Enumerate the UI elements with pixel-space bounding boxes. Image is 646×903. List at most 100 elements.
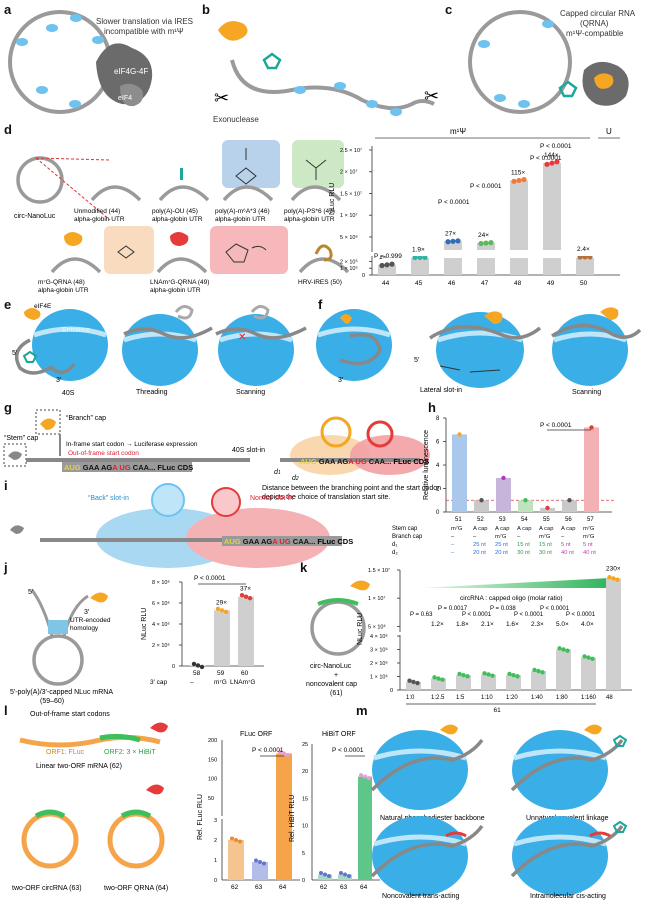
k-x-tick-label: 1:0 bbox=[406, 695, 415, 701]
l1-ytick-label: 150 bbox=[208, 757, 217, 763]
threading-label: Threading bbox=[136, 389, 168, 396]
g-caption-line2: depicts the choice of translation start … bbox=[262, 494, 390, 501]
h-x-tick-label: 53 bbox=[499, 517, 506, 523]
panel-g-diagram: “Branch” cap “Stem” cap In-frame start c… bbox=[3, 409, 441, 501]
h-x-tick-label: 54 bbox=[521, 517, 528, 523]
panel-b-diagram: ✂ ✂ Exonuclease bbox=[213, 21, 439, 124]
ires-note-line2: incompatible with m¹Ψ bbox=[104, 27, 184, 36]
k-y-label: NLuc RLU bbox=[357, 613, 364, 645]
h-row-value: 30 nt bbox=[517, 550, 530, 556]
d-point bbox=[516, 177, 522, 184]
l2-y-label: Rel. HiBiT RLU bbox=[289, 795, 296, 842]
l2-point bbox=[339, 871, 343, 876]
k-point bbox=[461, 672, 466, 678]
d-x-tick-label: 47 bbox=[481, 280, 489, 287]
scissors-icon: ✂ bbox=[424, 86, 439, 106]
e-40s-label: 40S bbox=[62, 390, 75, 397]
h-x-tick-label: 56 bbox=[565, 517, 572, 523]
j-ytick-label: 8 × 10⁶ bbox=[152, 579, 170, 586]
group-label-u: U bbox=[606, 127, 612, 136]
l2-title: HiBiT ORF bbox=[322, 731, 356, 738]
h-row-value: 5 nt bbox=[561, 542, 571, 548]
l1-point bbox=[282, 751, 286, 756]
k-point bbox=[561, 647, 566, 652]
h-row-value: 5 nt bbox=[583, 542, 593, 548]
l2-ytick-label: 0 bbox=[302, 878, 305, 884]
d-bar bbox=[543, 163, 561, 250]
group-label-m1psi: m¹Ψ bbox=[450, 127, 466, 136]
construct-46-l1: poly(A)-m⁶A*3 (46) bbox=[215, 208, 270, 215]
eif4-label: eIF4 bbox=[118, 95, 132, 102]
k-point bbox=[507, 671, 512, 677]
d-fold-label: 144× bbox=[544, 152, 559, 159]
qrna-line2: (QRNA) bbox=[580, 19, 609, 28]
mrna-label2: (59–60) bbox=[40, 698, 64, 705]
normal-slot-label: Normal slot-in bbox=[250, 495, 293, 502]
linear-label: Linear two-ORF mRNA (62) bbox=[36, 763, 122, 770]
h-row-value: – bbox=[451, 542, 455, 548]
j-point bbox=[199, 664, 205, 670]
sequence-line-3: AUG GAA AGA UG CAA... FLuc CDS bbox=[224, 537, 353, 546]
k-point bbox=[436, 676, 441, 681]
h-row-value: 25 nt bbox=[473, 542, 486, 548]
h-row-value: – bbox=[451, 534, 455, 540]
k-ytick-label: 1 × 10⁶ bbox=[370, 674, 388, 681]
k-point bbox=[415, 680, 420, 686]
l2-point bbox=[319, 871, 323, 876]
h-bar bbox=[496, 477, 511, 512]
d-x-tick-label: 48 bbox=[514, 280, 522, 287]
k-fold-label: 4.0× bbox=[581, 621, 594, 628]
k-point bbox=[411, 679, 416, 685]
l2-point bbox=[367, 776, 371, 781]
d-point bbox=[384, 262, 390, 268]
d-bar bbox=[378, 264, 396, 275]
d-point bbox=[389, 261, 395, 267]
scissors-icon: ✂ bbox=[214, 88, 229, 108]
h-y-label: Relative luminescence bbox=[423, 430, 430, 500]
l2-ytick-label: 5 bbox=[302, 851, 305, 857]
k-x-tick-label: 1:5 bbox=[456, 695, 465, 701]
inframe-label: In-frame start codon → Luciferase expres… bbox=[66, 441, 198, 448]
l1-point bbox=[238, 839, 242, 844]
j-cap-label: – bbox=[190, 679, 194, 686]
panel-i-diagram: AUG GAA AGA UG CAA... FLuc CDS “Back” sl… bbox=[10, 483, 353, 568]
k-fold-label: 2.3× bbox=[531, 621, 544, 628]
ires-note-line1: Slower translation via IRES bbox=[96, 17, 193, 26]
k-ratio-ramp bbox=[420, 578, 610, 588]
d-pvalue: P = 0.999 bbox=[374, 253, 402, 260]
l1-point bbox=[230, 836, 234, 841]
d-fold-label: 1× bbox=[379, 254, 387, 261]
panel-label-c: c bbox=[445, 2, 453, 17]
l1-point bbox=[254, 858, 258, 863]
h-x-tick-label: 52 bbox=[477, 517, 484, 523]
j-bar bbox=[214, 610, 230, 666]
d-fold-label: 2.4× bbox=[577, 246, 590, 253]
cap-pentagon-icon bbox=[262, 52, 282, 70]
qrna-line1: Capped circular RNA bbox=[560, 9, 636, 18]
d-fold-label: 115× bbox=[511, 169, 525, 176]
h-point bbox=[567, 498, 572, 503]
l1-ytick-label: 2 bbox=[214, 838, 217, 844]
h-point bbox=[545, 505, 550, 511]
h-row-value: A cap bbox=[473, 526, 488, 532]
d-ytick-label: 0 bbox=[362, 273, 365, 279]
l1-x-tick-label: 63 bbox=[255, 884, 263, 891]
h-row-value: m⁷G bbox=[451, 525, 463, 532]
l2-bar bbox=[338, 874, 352, 880]
k-fold-label: 1.6× bbox=[506, 621, 519, 628]
eif4e-label: eIF4E bbox=[34, 303, 52, 310]
sequence-line: AUG GAA AGA UG CAA... FLuc CDS bbox=[64, 463, 193, 472]
panel-c-diagram: Capped circular RNA (QRNA) m¹Ψ-compatibl… bbox=[468, 9, 636, 114]
d-point bbox=[417, 254, 423, 261]
h-row-label: Stem cap bbox=[392, 526, 418, 532]
panel-label-i: i bbox=[4, 478, 8, 493]
h-pvalue: P < 0.0001 bbox=[540, 422, 572, 429]
j-point bbox=[239, 593, 245, 598]
d-point bbox=[554, 159, 560, 165]
k-point bbox=[465, 674, 470, 679]
